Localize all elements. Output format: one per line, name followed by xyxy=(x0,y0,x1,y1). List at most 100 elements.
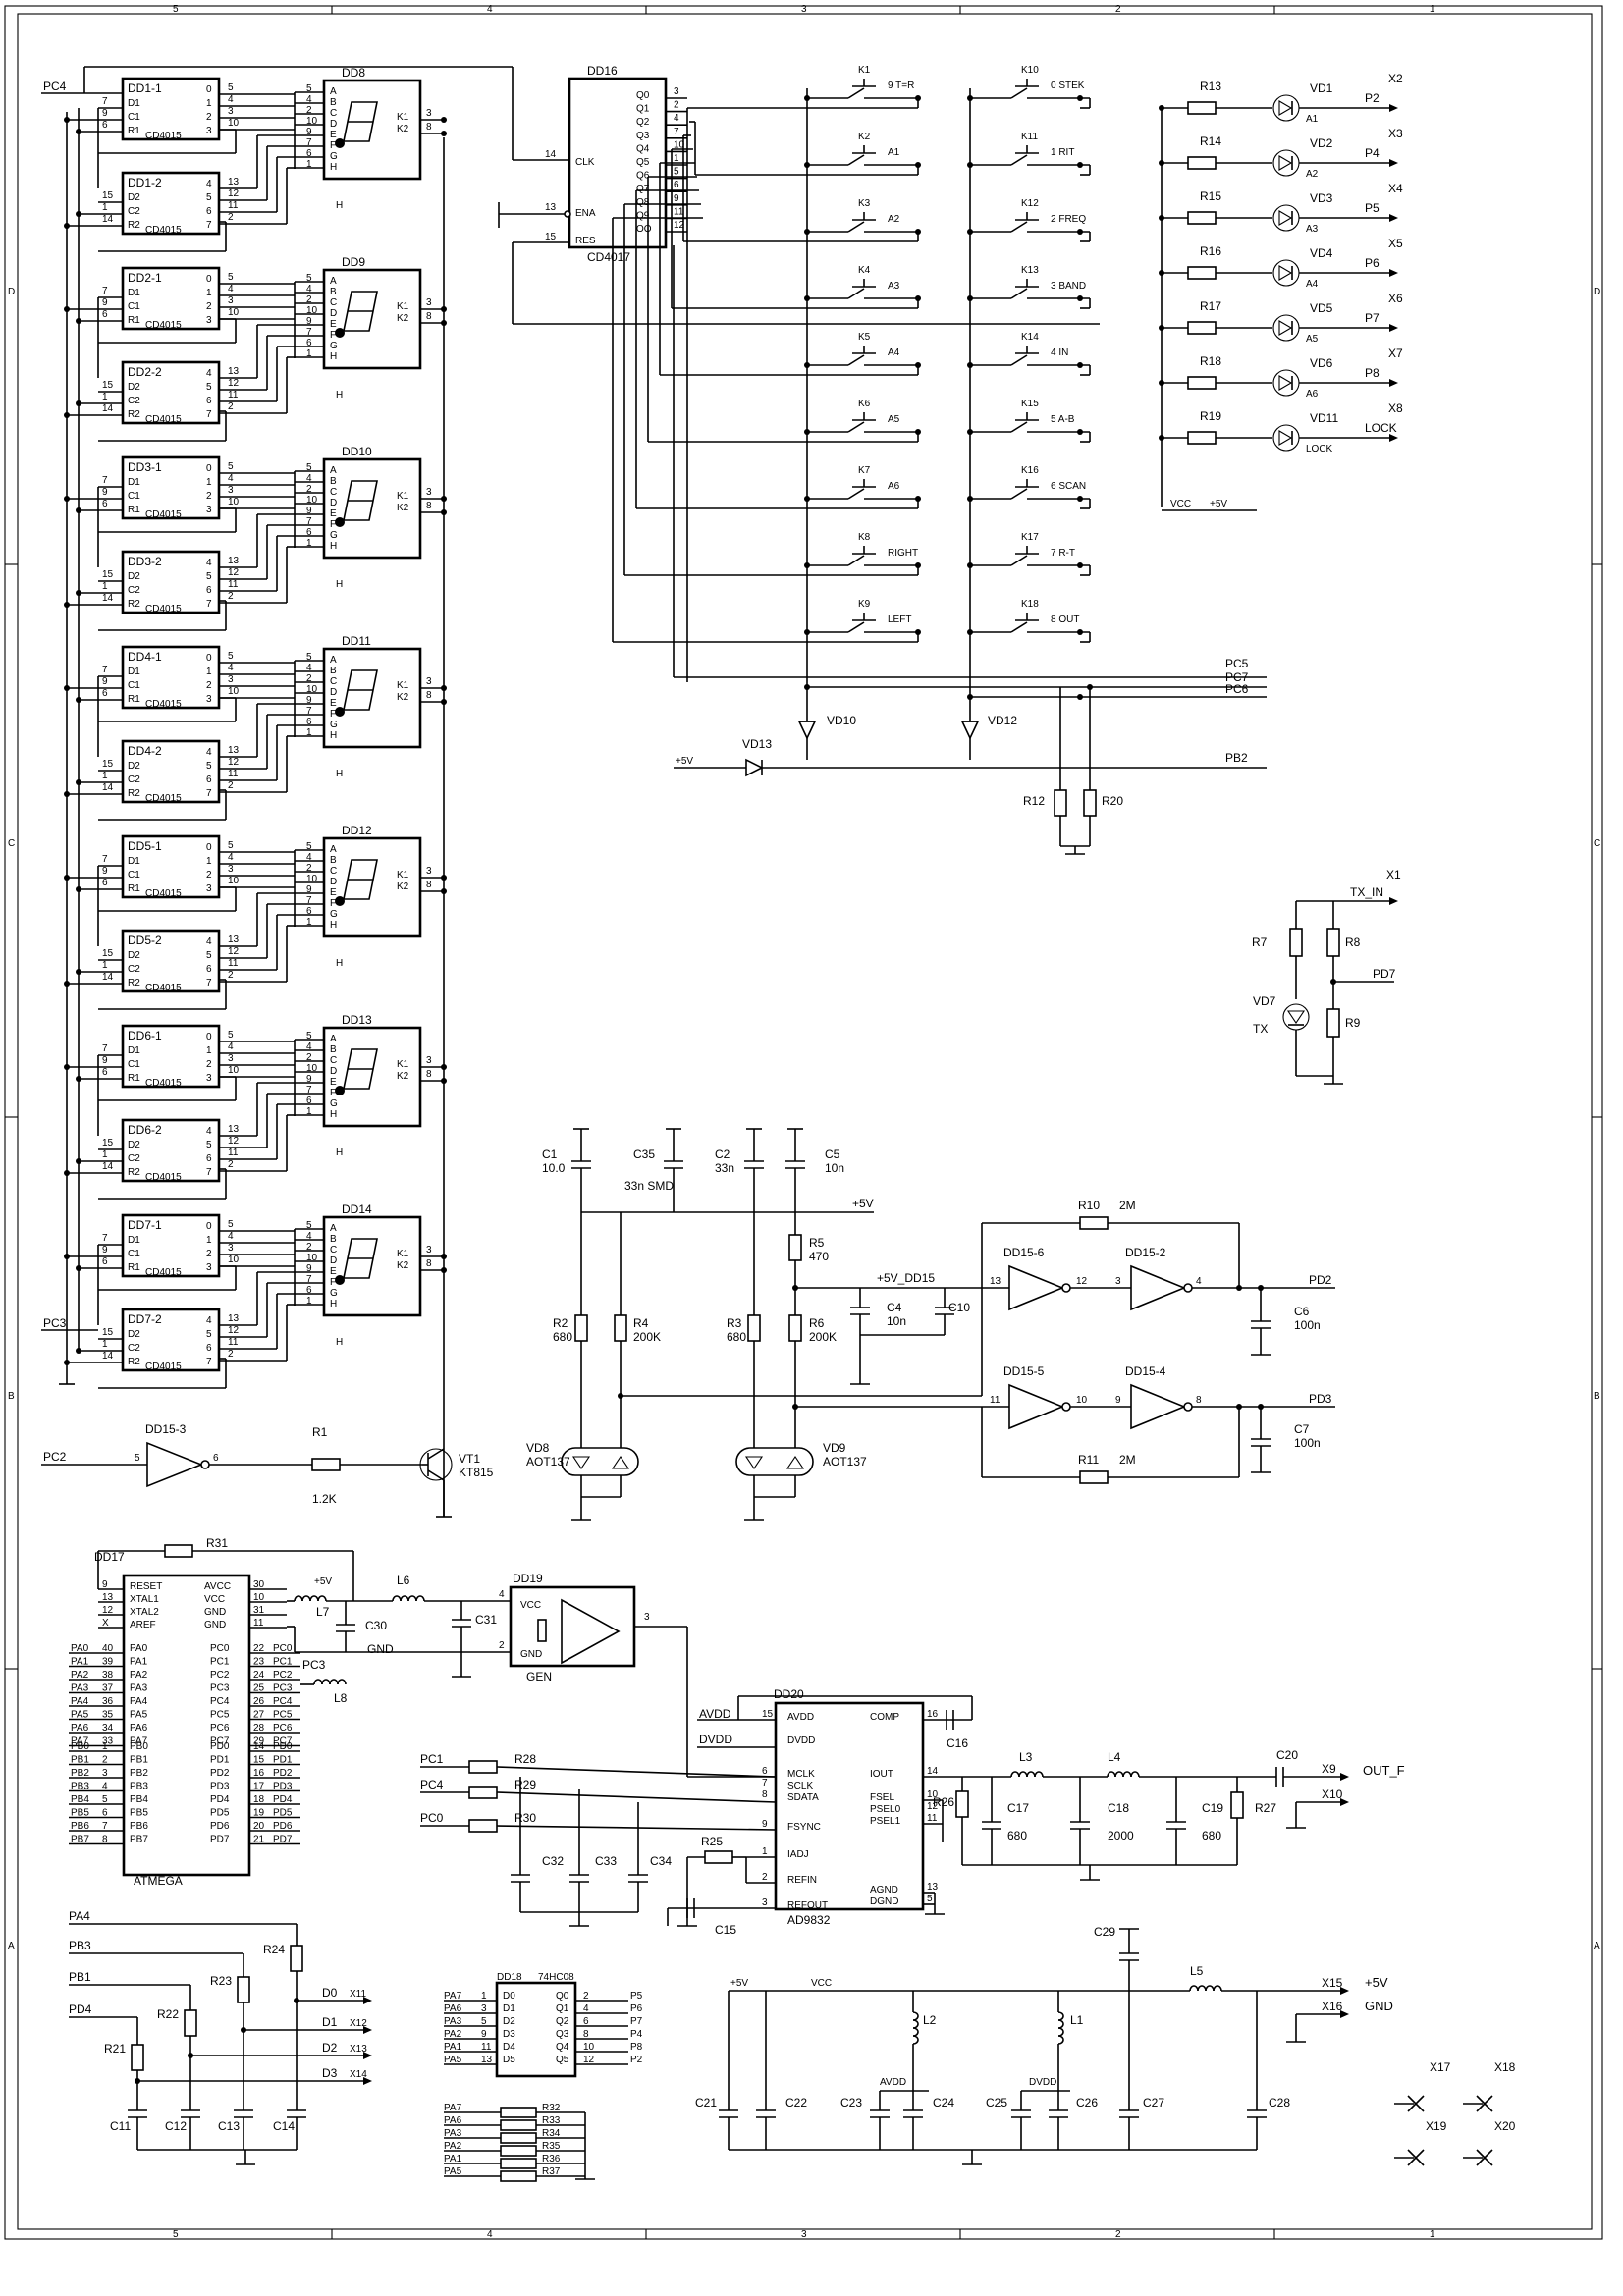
cap-label: C15 xyxy=(715,1923,736,1937)
key-name: K18 xyxy=(1021,599,1039,610)
inductor-l4 xyxy=(1122,1771,1132,1778)
led-triangle xyxy=(1278,155,1293,171)
pin-name: PC6 xyxy=(273,1723,293,1734)
pin-number: 9 xyxy=(306,1263,312,1274)
pin-number: 1 xyxy=(102,581,108,592)
pin-name: PA4 xyxy=(71,1696,89,1707)
inductor-l7 xyxy=(294,1595,303,1602)
segment-name: H xyxy=(330,541,337,552)
resistor-label: R29 xyxy=(514,1778,536,1791)
pin-name: P6 xyxy=(630,2003,643,2014)
segment-name: D xyxy=(330,308,337,319)
segment-name: B xyxy=(330,1234,337,1245)
pin-number: 15 xyxy=(762,1709,774,1720)
net-label: PC3 xyxy=(302,1658,326,1672)
key-label: A5 xyxy=(888,414,900,425)
led xyxy=(1272,314,1300,342)
pin-number: 15 xyxy=(102,1138,114,1148)
pin-number: 1 xyxy=(102,771,108,781)
pin-name: Q2 xyxy=(556,2016,569,2027)
wire xyxy=(496,1825,777,1831)
pin-name: D2 xyxy=(128,382,140,393)
display-name: DD11 xyxy=(342,634,371,648)
resistor xyxy=(500,2145,537,2157)
pin-name: PC7 xyxy=(210,1736,230,1747)
resistor xyxy=(1187,321,1217,335)
pin-number: 6 xyxy=(306,1095,312,1106)
net-label: PA4 xyxy=(69,1909,90,1923)
arrow xyxy=(1340,1798,1349,1806)
chip-name: DD2-2 xyxy=(128,365,162,379)
pin-number: 14 xyxy=(102,782,114,793)
pin-name: C2 xyxy=(128,396,140,406)
resistor-value: 1.2K xyxy=(312,1492,337,1506)
segment-name: C xyxy=(330,676,337,687)
key-label: A2 xyxy=(888,214,900,225)
row-label: D xyxy=(8,287,15,297)
pin-number: 3 xyxy=(102,1768,108,1779)
pin-number: 12 xyxy=(228,567,240,578)
pin-name: REFIN xyxy=(787,1875,817,1886)
pin-name: PD3 xyxy=(273,1782,293,1792)
pin-number: 10 xyxy=(228,1255,240,1265)
wire xyxy=(1010,87,1028,99)
cap-value: 33n SMD xyxy=(624,1179,674,1193)
pin-name: 0 xyxy=(206,653,212,664)
resistor xyxy=(468,1760,498,1774)
pin-number: 3 xyxy=(228,1053,234,1064)
key-name: K10 xyxy=(1021,65,1039,76)
pin-number: 13 xyxy=(990,1276,1001,1287)
counter-chip-upper xyxy=(121,645,221,710)
pin-name: 5 xyxy=(206,1329,212,1340)
pin-number: 11 xyxy=(927,1813,938,1824)
col-label: 1 xyxy=(1430,4,1435,15)
pin-name: P5 xyxy=(630,1991,643,2002)
pin-number: 4 xyxy=(228,663,234,673)
net-label: LOCK xyxy=(1365,421,1397,435)
pin-number: 10 xyxy=(306,1253,318,1263)
pin-name: 0 xyxy=(206,84,212,95)
pin-number: 15 xyxy=(253,1755,265,1766)
resistor-label: R32 xyxy=(542,2103,561,2113)
pin-name: PA7 xyxy=(71,1736,89,1747)
pin-number: 23 xyxy=(253,1657,265,1668)
net-label: +5V xyxy=(1365,1975,1388,1990)
pin-number: 7 xyxy=(762,1778,768,1789)
pin-number: 14 xyxy=(545,149,557,160)
pin-number: 2 xyxy=(762,1872,768,1883)
pin-number: 4 xyxy=(306,852,312,863)
junction-dot xyxy=(1077,295,1083,301)
pin-number: 10 xyxy=(228,497,240,507)
pin-name: P7 xyxy=(630,2016,643,2027)
inductor-l1 xyxy=(1057,2035,1064,2045)
pin-number: 7 xyxy=(102,1821,108,1832)
chip-name: DD5-1 xyxy=(128,839,162,853)
segment-name: D xyxy=(330,498,337,508)
counter-chip-lower xyxy=(121,739,221,804)
pin-name: OO xyxy=(636,224,652,235)
led-label: VD3 xyxy=(1310,191,1333,205)
inductor-l2 xyxy=(912,2011,919,2021)
pin-number: 2 xyxy=(228,970,234,981)
pin-name: 4 xyxy=(206,936,212,947)
chip-type: CD4015 xyxy=(145,983,182,993)
inductor-l8 xyxy=(313,1679,323,1685)
pin-number: 3 xyxy=(426,676,432,687)
pin-number: 1 xyxy=(481,1991,487,2002)
pin-name: K2 xyxy=(397,1071,409,1082)
pin-name: D1 xyxy=(128,288,140,298)
pin-number: 3 xyxy=(644,1612,650,1623)
pin-name: K2 xyxy=(397,503,409,513)
pin-name: 3 xyxy=(206,126,212,136)
pin-number: 6 xyxy=(306,338,312,348)
pin-name: GND xyxy=(520,1649,542,1660)
pin-number: 5 xyxy=(228,82,234,93)
pin-number: 7 xyxy=(306,895,312,906)
chip-name: DD6-1 xyxy=(128,1029,162,1042)
pin-name: PA2 xyxy=(444,2141,462,2152)
resistor-r7 xyxy=(1289,928,1303,957)
pin-name: R2 xyxy=(128,978,140,988)
digit-glyph xyxy=(343,480,378,521)
segment-name: F xyxy=(330,140,336,151)
inductor-label: L6 xyxy=(397,1574,410,1587)
